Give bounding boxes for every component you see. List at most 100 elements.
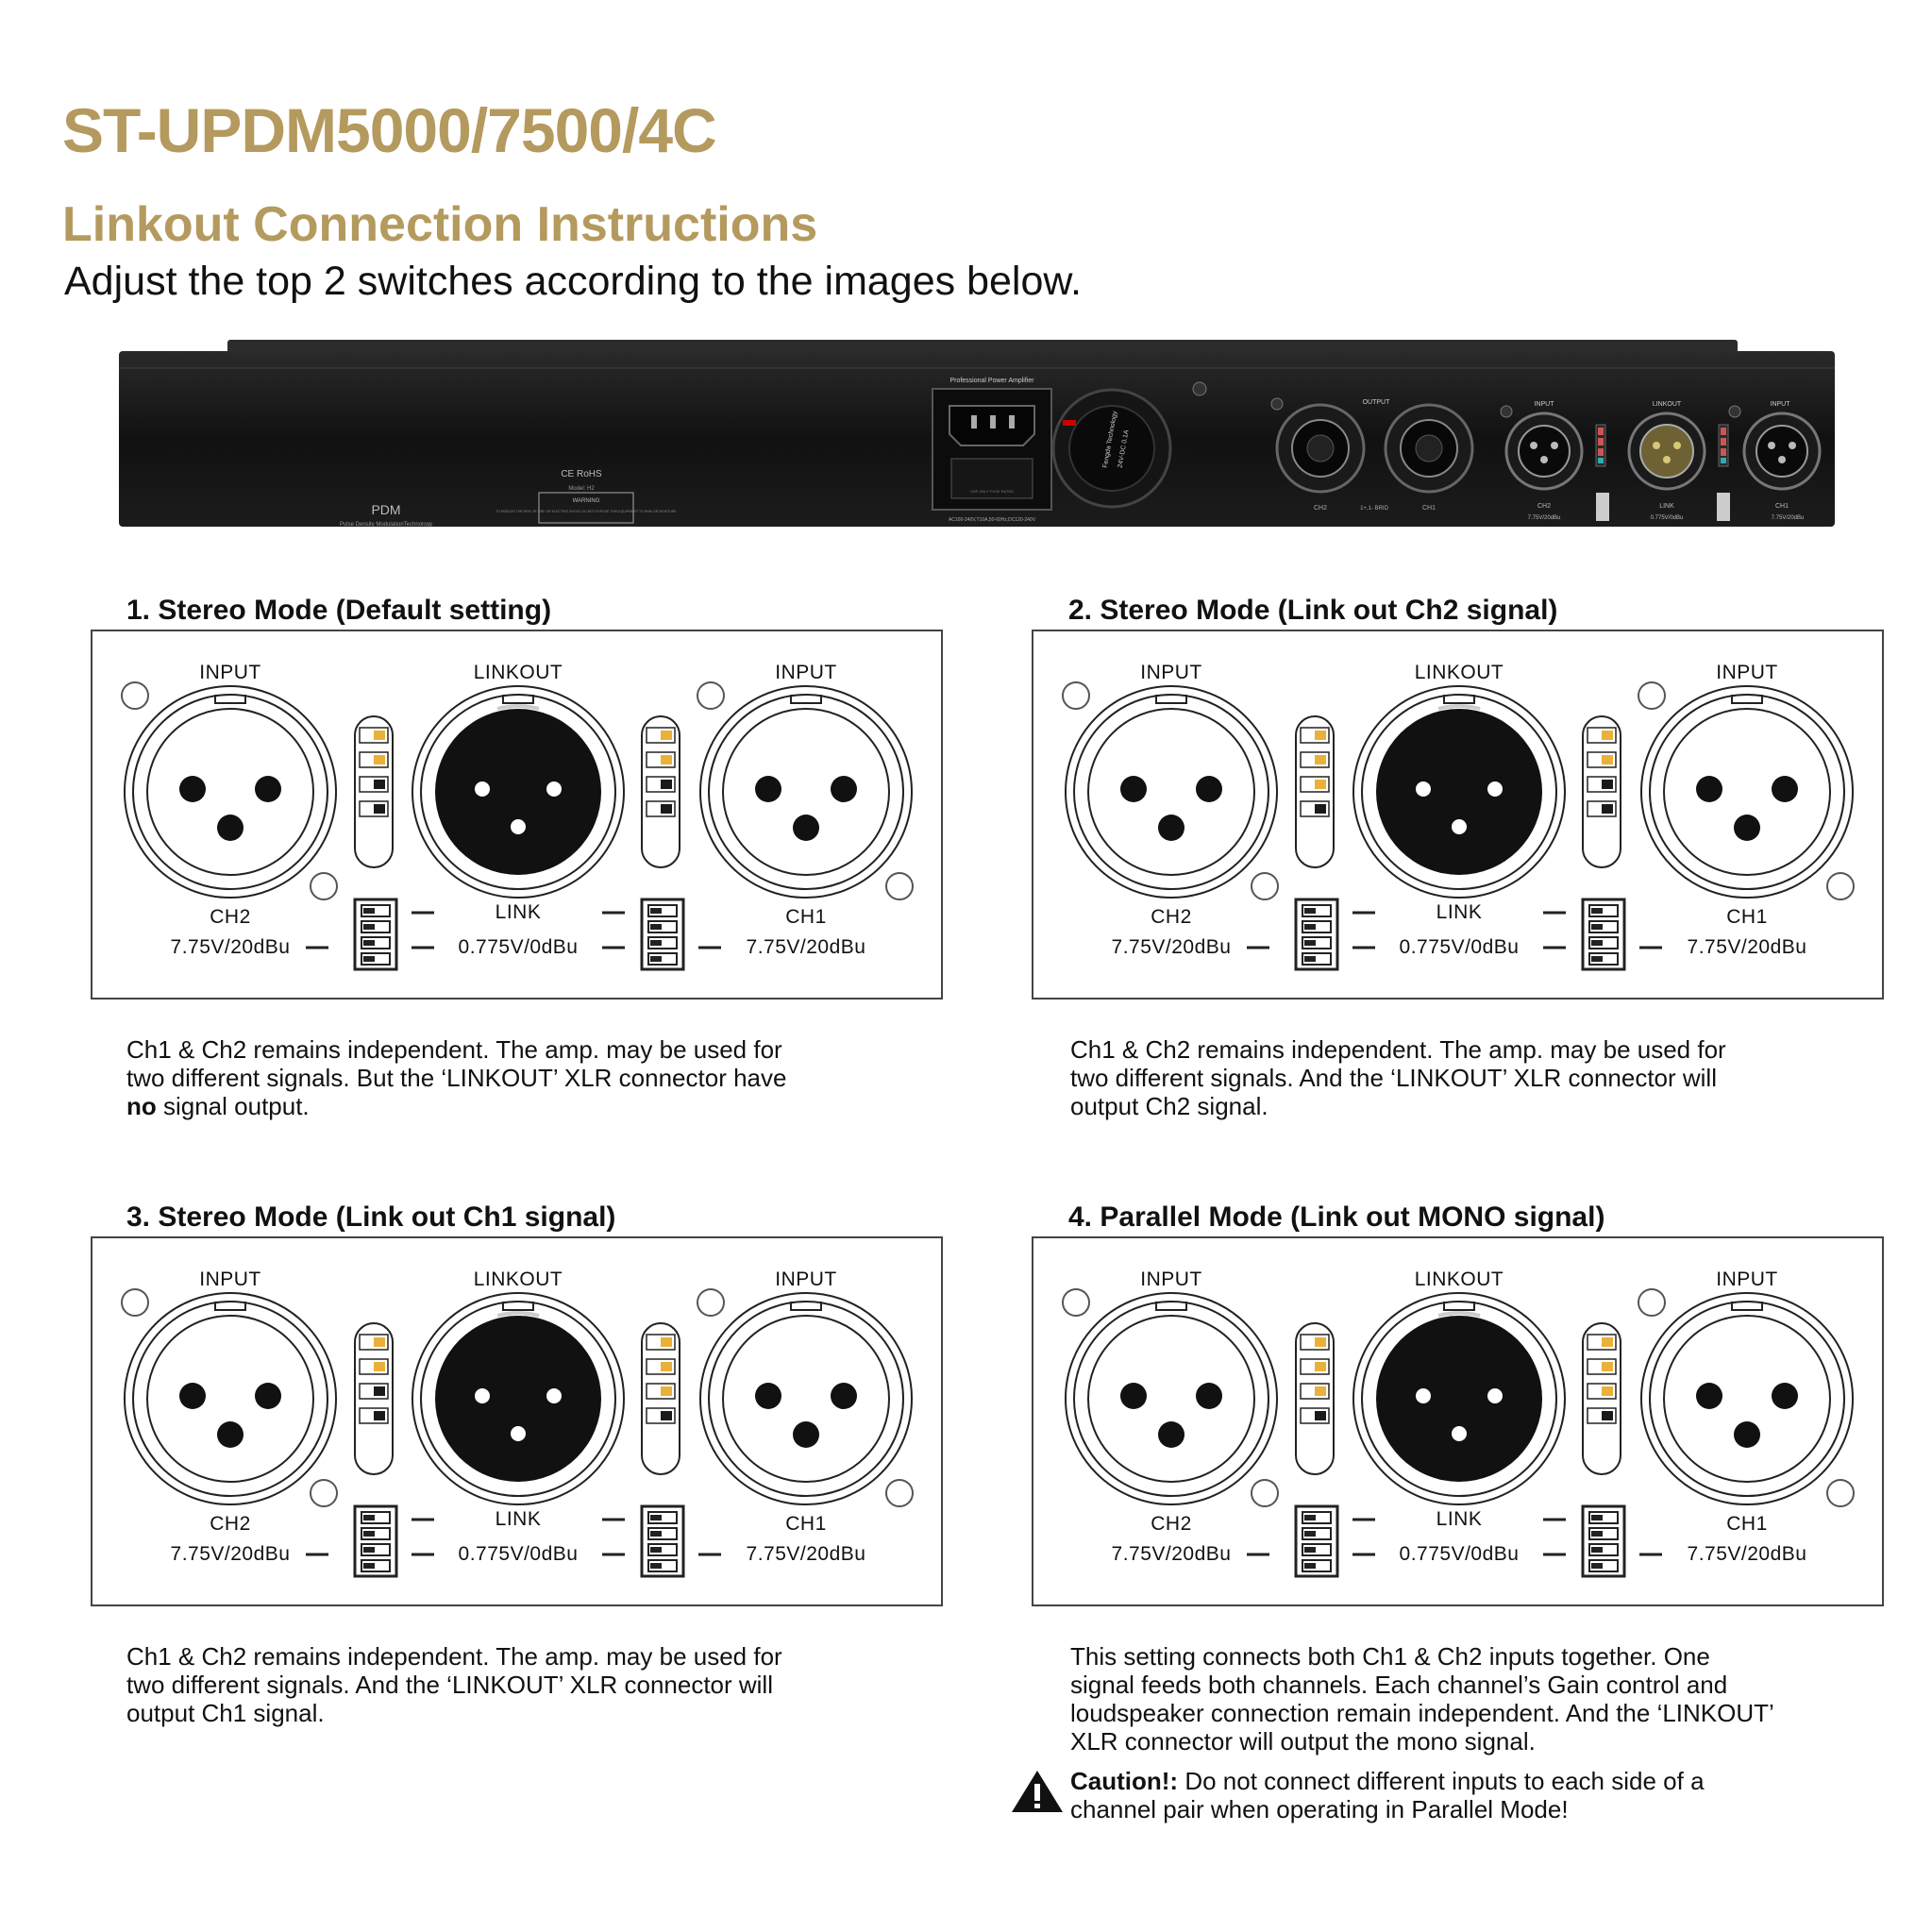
svg-text:USE ONLY FUSE RATED: USE ONLY FUSE RATED [970, 489, 1014, 494]
xlr-input-ch1-diagram [1640, 685, 1854, 899]
dip-legend-left-icon [1294, 1504, 1339, 1578]
xlr-input-ch1 [1742, 412, 1822, 491]
dip-legend-right-icon [1581, 898, 1626, 971]
input-pin-3 [1158, 815, 1184, 841]
label-input-right: INPUT [1716, 1268, 1778, 1290]
xlr-input-ch2-diagram [1065, 1292, 1278, 1505]
label-linkout: LINKOUT [1414, 662, 1504, 683]
svg-text:7.75V/20dBu: 7.75V/20dBu [1772, 515, 1805, 521]
dip-legend-left-icon [1294, 898, 1339, 971]
label-link-level: 0.775V/0dBu [458, 1543, 579, 1565]
warning-triangle-icon [1012, 1771, 1063, 1812]
input-pin-3 [1734, 1421, 1760, 1448]
switch-3-on [1587, 1383, 1617, 1400]
label-input-right: INPUT [775, 1268, 837, 1290]
xlr-linkout-diagram [1352, 1292, 1566, 1505]
warning-text: TO REDUCE THE RISK OF FIRE OR ELECTRIC S… [496, 510, 677, 513]
switch-4-off [1300, 800, 1330, 817]
xlr-input-ch1-diagram [1640, 1292, 1854, 1505]
brand-tagline: Pulse Density ModulationTechnology [340, 522, 432, 528]
input-pin-2 [255, 776, 281, 802]
label-ch2: CH2 [1151, 1513, 1192, 1535]
input-pin-2 [255, 1383, 281, 1409]
screw-hole-icon [121, 681, 149, 710]
switch-1-on [646, 727, 676, 744]
switch-2-on [646, 751, 676, 768]
linkout-pin-3 [1452, 819, 1467, 834]
screw-hole-icon [121, 1288, 149, 1317]
screw-hole-icon [697, 1288, 725, 1317]
label-link: LINK [1436, 1508, 1483, 1530]
mode-1-title: 1. Stereo Mode (Default setting) [126, 595, 552, 626]
mode-3-title: 3. Stereo Mode (Link out Ch1 signal) [126, 1201, 616, 1233]
switch-4-off [1587, 1407, 1617, 1424]
mode-4-description: This setting connects both Ch1 & Ch2 inp… [1070, 1642, 1774, 1756]
svg-text:CH1: CH1 [1422, 505, 1436, 512]
product-label: Professional Power Amplifier [949, 378, 1034, 384]
input-pin-3 [793, 815, 819, 841]
label-ch2: CH2 [210, 1513, 251, 1535]
label-linkout: LINKOUT [473, 1268, 563, 1290]
mode-4-title: 4. Parallel Mode (Link out MONO signal) [1068, 1201, 1605, 1233]
svg-text:CH1: CH1 [1775, 503, 1789, 510]
section-subtitle: Linkout Connection Instructions [62, 197, 818, 252]
instruction-text: Adjust the top 2 switches according to t… [64, 259, 1083, 304]
output-label: OUTPUT [1363, 399, 1391, 406]
caution-line-2: channel pair when operating in Parallel … [1070, 1795, 1569, 1823]
switch-2-on [1587, 751, 1617, 768]
dip-legend-left-icon [353, 1504, 398, 1578]
switch-4-off [646, 1407, 676, 1424]
label-link-level: 0.775V/0dBu [1399, 1543, 1520, 1565]
switch-4-off [1300, 1407, 1330, 1424]
switch-3-on [1300, 1383, 1330, 1400]
label-input-left: INPUT [1140, 662, 1202, 683]
switch-4-off [1587, 800, 1617, 817]
xlr-linkout [1627, 412, 1706, 491]
linkout-pin-1 [1416, 1388, 1431, 1403]
label-ch1: CH1 [785, 906, 827, 928]
screw-hole-icon [1062, 681, 1090, 710]
dip-legend-right-icon [1581, 1504, 1626, 1578]
screw-hole-icon [310, 1479, 338, 1507]
linkout-pin-2 [546, 1388, 562, 1403]
caution-line-1: Do not connect different inputs to each … [1178, 1767, 1705, 1795]
input-pin-1 [179, 1383, 206, 1409]
linkout-pin-2 [1487, 781, 1503, 797]
label-link: LINK [495, 1508, 542, 1530]
fuse-drawer [950, 458, 1033, 499]
input-pin-2 [1196, 1383, 1222, 1409]
input-pin-3 [217, 815, 244, 841]
label-link-level: 0.775V/0dBu [458, 936, 579, 958]
input-pin-3 [1158, 1421, 1184, 1448]
xlr-input-ch1-diagram [699, 685, 913, 899]
power-spec: AC100-240V,T10A,50-60Hz,DC120-240V [949, 517, 1036, 523]
screw-hole-icon [1826, 872, 1855, 900]
switch-3-on [646, 1383, 676, 1400]
input-pin-1 [1120, 776, 1147, 802]
input-pin-3 [1734, 815, 1760, 841]
mode-2-title: 2. Stereo Mode (Link out Ch2 signal) [1068, 595, 1558, 626]
connector-diagram [1062, 1288, 1855, 1578]
dip-switch-right-diagram [1582, 1322, 1621, 1475]
svg-text:INPUT: INPUT [1535, 401, 1555, 408]
label-input-right: INPUT [775, 662, 837, 683]
label-ch1: CH1 [1726, 1513, 1768, 1535]
svg-text:INPUT: INPUT [1771, 401, 1791, 408]
xlr-input-ch2-diagram [1065, 685, 1278, 899]
label-ch1-level: 7.75V/20dBu [746, 936, 866, 958]
label-input-right: INPUT [1716, 662, 1778, 683]
connector-diagram [121, 681, 914, 971]
screw-hole-icon [1826, 1479, 1855, 1507]
switch-2-on [1300, 751, 1330, 768]
input-pin-3 [217, 1421, 244, 1448]
screw-hole-icon [885, 872, 914, 900]
switch-3-off [359, 1383, 389, 1400]
switch-3-off [359, 776, 389, 793]
linkout-pin-1 [1416, 781, 1431, 797]
linkout-pin-3 [1452, 1426, 1467, 1441]
chassis-top-lip [227, 340, 1738, 353]
input-pin-1 [1120, 1383, 1147, 1409]
switch-1-on [1300, 727, 1330, 744]
